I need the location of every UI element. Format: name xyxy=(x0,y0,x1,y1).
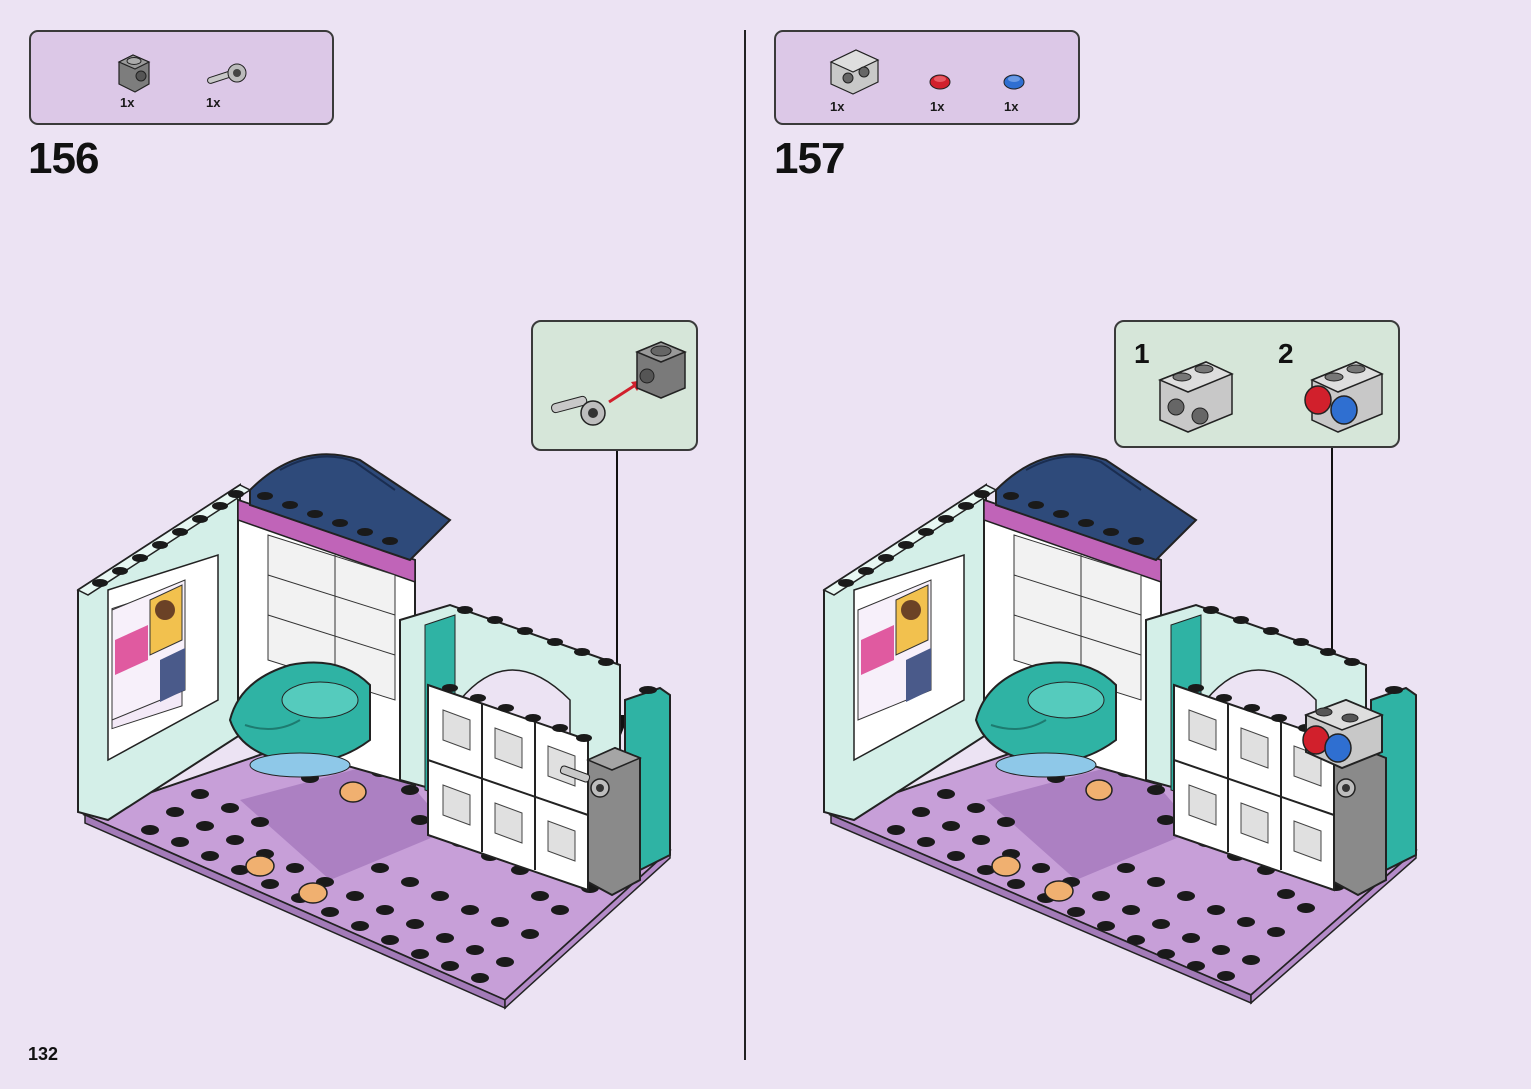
model-illustration-157 xyxy=(746,0,1531,1089)
page-number: 132 xyxy=(28,1044,58,1065)
dark-gray-brick-with-bar xyxy=(1334,748,1386,895)
model-illustration-156 xyxy=(0,0,744,1089)
